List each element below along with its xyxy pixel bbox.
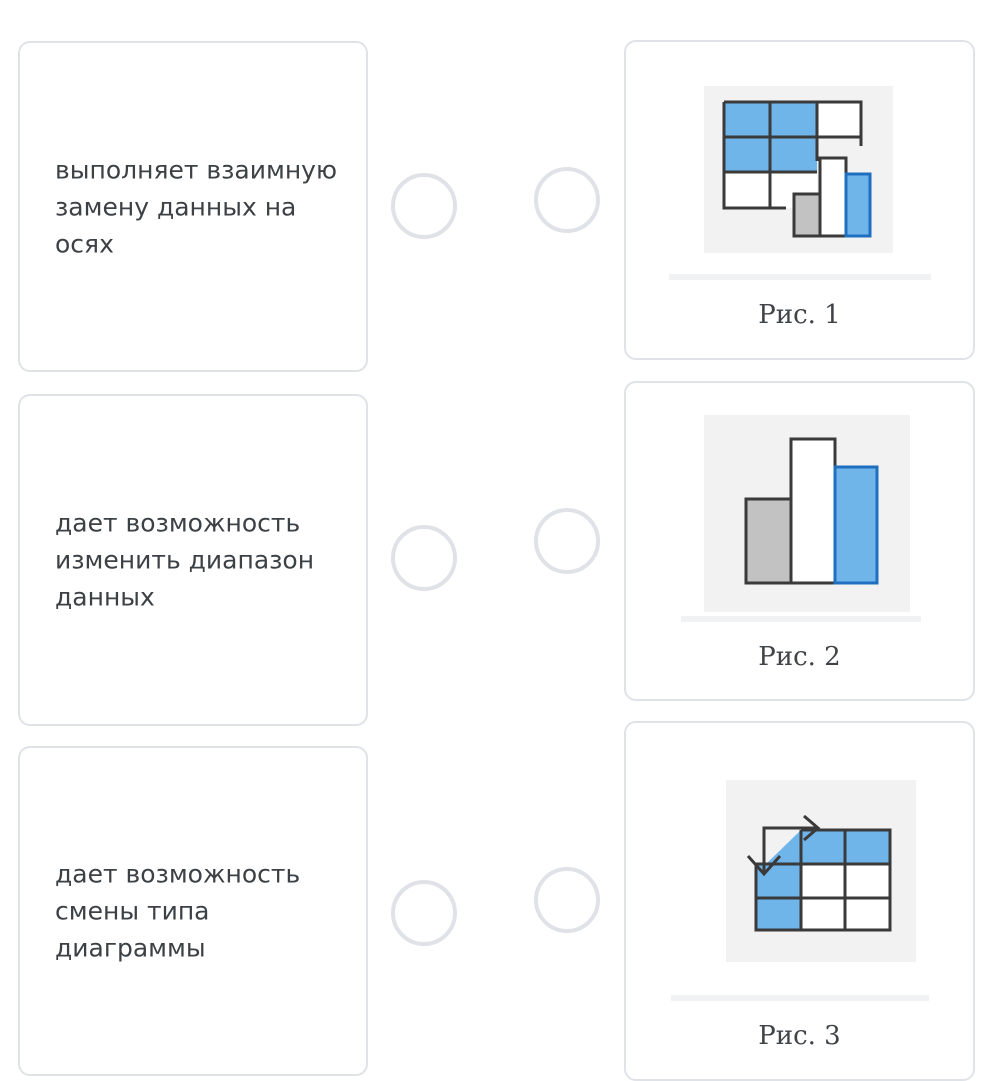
- left-card-2[interactable]: дает возможность изменить диапазон данны…: [18, 394, 368, 726]
- item-text: выполняет взаимную замену данных на осях: [55, 155, 338, 258]
- item-text: дает возможность изменить диапазон данны…: [55, 508, 315, 612]
- right-match-radio-3[interactable]: [534, 867, 600, 933]
- item-text: дает возможность смены типа диаграммы: [55, 859, 301, 963]
- caption-divider: [671, 995, 929, 1001]
- figure-card-1[interactable]: Рис. 1: [624, 40, 975, 360]
- figure-card-2[interactable]: Рис. 2: [624, 381, 975, 701]
- chart-type-icon: [704, 415, 910, 612]
- figure-caption: Рис. 3: [758, 1021, 841, 1051]
- caption-divider: [681, 616, 921, 622]
- left-card-1[interactable]: выполняет взаимную замену данных на осях: [18, 41, 368, 372]
- left-match-radio-3[interactable]: [391, 880, 457, 946]
- left-match-radio-1[interactable]: [391, 173, 457, 239]
- figure-card-3[interactable]: Рис. 3: [624, 721, 975, 1081]
- left-match-radio-2[interactable]: [391, 525, 457, 591]
- caption-divider: [669, 274, 931, 280]
- switch-row-column-icon: [726, 780, 916, 962]
- select-data-icon: [704, 86, 893, 253]
- right-match-radio-1[interactable]: [534, 167, 600, 233]
- right-match-radio-2[interactable]: [534, 508, 600, 574]
- figure-caption: Рис. 2: [758, 642, 841, 672]
- figure-caption: Рис. 1: [758, 300, 841, 330]
- left-card-3[interactable]: дает возможность смены типа диаграммы: [18, 746, 368, 1076]
